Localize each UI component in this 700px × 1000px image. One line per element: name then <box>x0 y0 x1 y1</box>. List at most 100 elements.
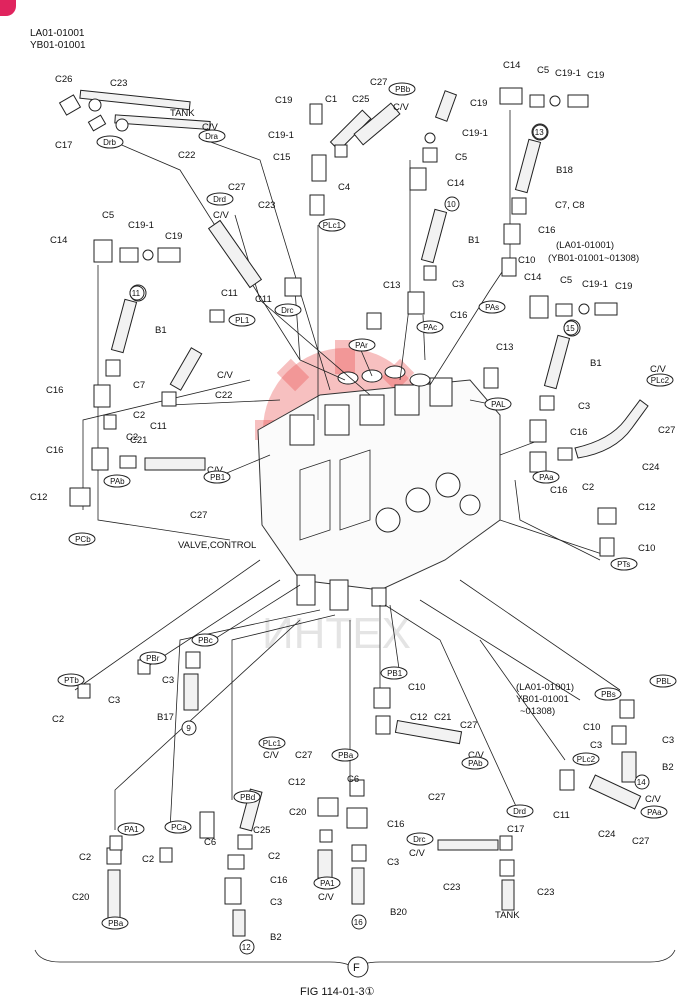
part-label-c16: C16 <box>46 445 63 456</box>
part-label-c3: C3 <box>270 897 282 908</box>
port-oval <box>610 557 638 571</box>
part-label-c26: C26 <box>55 74 72 85</box>
part-label-c6: C6 <box>204 837 216 848</box>
port-oval <box>164 820 192 834</box>
port-label-pbd: PBd <box>240 793 255 802</box>
port-oval <box>101 916 129 930</box>
word-cv: C/V <box>207 465 224 476</box>
part-label-c14: C14 <box>524 272 541 283</box>
part-label-c11: C11 <box>255 294 272 305</box>
part-label-c19: C19 <box>587 70 604 81</box>
callout-number-15: 15 <box>566 324 575 333</box>
part-label-c19-1: C19-1 <box>268 130 294 141</box>
callout-circle <box>239 939 255 955</box>
part-label-c25: C25 <box>352 94 369 105</box>
part-label-c27: C27 <box>228 182 245 193</box>
word-cv: C/V <box>409 848 426 859</box>
port-label-plc1: PLc1 <box>323 221 342 230</box>
watermark-text: ИНТЕХ <box>262 609 411 658</box>
word-cv: C/V <box>318 892 335 903</box>
part-label-c13: C13 <box>383 280 400 291</box>
port-oval <box>57 673 85 687</box>
port-oval <box>313 876 341 890</box>
port-label-drb: Drb <box>103 138 116 147</box>
part-label-c16: C16 <box>550 485 567 496</box>
callout-circle <box>563 320 579 336</box>
part-label-c2: C2 <box>126 432 138 443</box>
part-label-c10: C10 <box>638 543 655 554</box>
callout-circle <box>444 196 460 212</box>
part-label-c23: C23 <box>110 78 127 89</box>
callout-circle <box>634 774 650 790</box>
part-label-b1: B1 <box>155 325 167 336</box>
part-label-c4: C4 <box>338 182 350 193</box>
part-label-c27: C27 <box>460 720 477 731</box>
corner-badge <box>0 0 16 16</box>
port-label-pbs: PBs <box>601 690 616 699</box>
port-oval <box>117 822 145 836</box>
port-label-plc1: PLc1 <box>263 739 282 748</box>
part-label-c10: C10 <box>518 255 535 266</box>
port-label-paa: PAa <box>539 473 554 482</box>
port-label-par: PAr <box>355 341 368 350</box>
part-label-c2: C2 <box>142 854 154 865</box>
port-label-paa: PAa <box>647 808 662 817</box>
part-label-c27: C27 <box>658 425 675 436</box>
word-cv: C/V <box>468 750 485 761</box>
part-label-c3: C3 <box>590 740 602 751</box>
part-label-c2: C2 <box>582 482 594 493</box>
port-label-drc: Drc <box>413 835 425 844</box>
part-label-c3: C3 <box>387 857 399 868</box>
port-oval <box>228 313 256 327</box>
part-label-c19-1: C19-1 <box>462 128 488 139</box>
word-tank: TANK <box>495 910 520 921</box>
port-label-pca: PCa <box>171 823 187 832</box>
part-label-c7: C7 <box>133 380 145 391</box>
part-label-c14: C14 <box>503 60 520 71</box>
part-label-c15: C15 <box>273 152 290 163</box>
part-label-c19: C19 <box>470 98 487 109</box>
part-label-c11: C11 <box>150 421 167 432</box>
part-label-c23: C23 <box>258 200 275 211</box>
port-oval <box>233 790 261 804</box>
word-cv: C/V <box>213 210 230 221</box>
port-label-drd: Drd <box>213 195 226 204</box>
part-label-c19: C19 <box>275 95 292 106</box>
part-label-c7c8: C7, C8 <box>555 200 585 211</box>
port-label-pa1: PA1 <box>320 879 335 888</box>
part-label-b1: B1 <box>468 235 480 246</box>
part-label-b2: B2 <box>662 762 674 773</box>
part-label-c16: C16 <box>538 225 555 236</box>
callout-circle <box>181 720 197 736</box>
part-label-c10: C10 <box>408 682 425 693</box>
label-valve-control: VALVE,CONTROL <box>178 540 256 551</box>
port-label-pa1: PA1 <box>124 825 139 834</box>
part-label-c14: C14 <box>447 178 464 189</box>
callout-circle <box>351 914 367 930</box>
port-oval <box>506 804 534 818</box>
part-label-c13: C13 <box>496 342 513 353</box>
port-oval <box>484 397 512 411</box>
port-oval <box>572 752 600 766</box>
part-label-c22: C22 <box>215 390 232 401</box>
port-oval <box>68 532 96 546</box>
part-label-c21: C21 <box>434 712 451 723</box>
part-label-c27: C27 <box>190 510 207 521</box>
section-letter-circle <box>347 956 369 978</box>
part-label-c25: C25 <box>253 825 270 836</box>
port-oval <box>258 736 286 750</box>
callout-number-13: 13 <box>535 128 544 137</box>
word-cv: C/V <box>393 102 410 113</box>
port-label-pbc: PBc <box>198 636 213 645</box>
port-oval <box>206 192 234 206</box>
part-label-c21: C21 <box>130 435 147 446</box>
serial-note: (LA01-01001) <box>556 240 614 251</box>
part-label-c20: C20 <box>72 892 89 903</box>
port-oval <box>649 674 677 688</box>
fittings <box>58 87 649 557</box>
port-oval <box>348 338 376 352</box>
port-label-dra: Dra <box>205 132 218 141</box>
port-label-pab: PAb <box>110 477 125 486</box>
